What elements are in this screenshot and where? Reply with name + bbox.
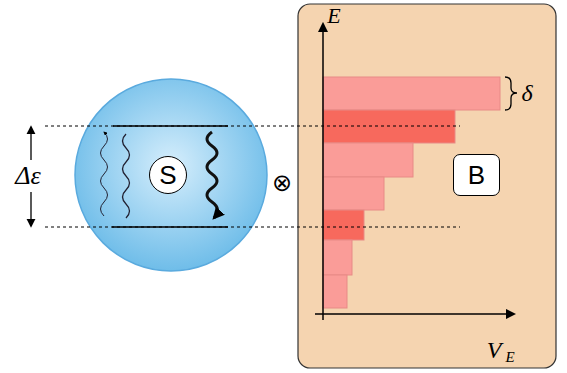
axis-label: E (327, 5, 340, 27)
node-label: B (468, 160, 485, 191)
spacing-label: δ (521, 81, 532, 105)
bath-box: B (453, 154, 500, 196)
tensor-symbol: ⊗ (272, 171, 292, 195)
axis-subscript: E (505, 350, 514, 365)
node-label: S (159, 160, 176, 191)
system-circle: S (149, 156, 187, 194)
energy-gap-label: Δε (13, 162, 43, 190)
axis-label: V (487, 338, 502, 362)
